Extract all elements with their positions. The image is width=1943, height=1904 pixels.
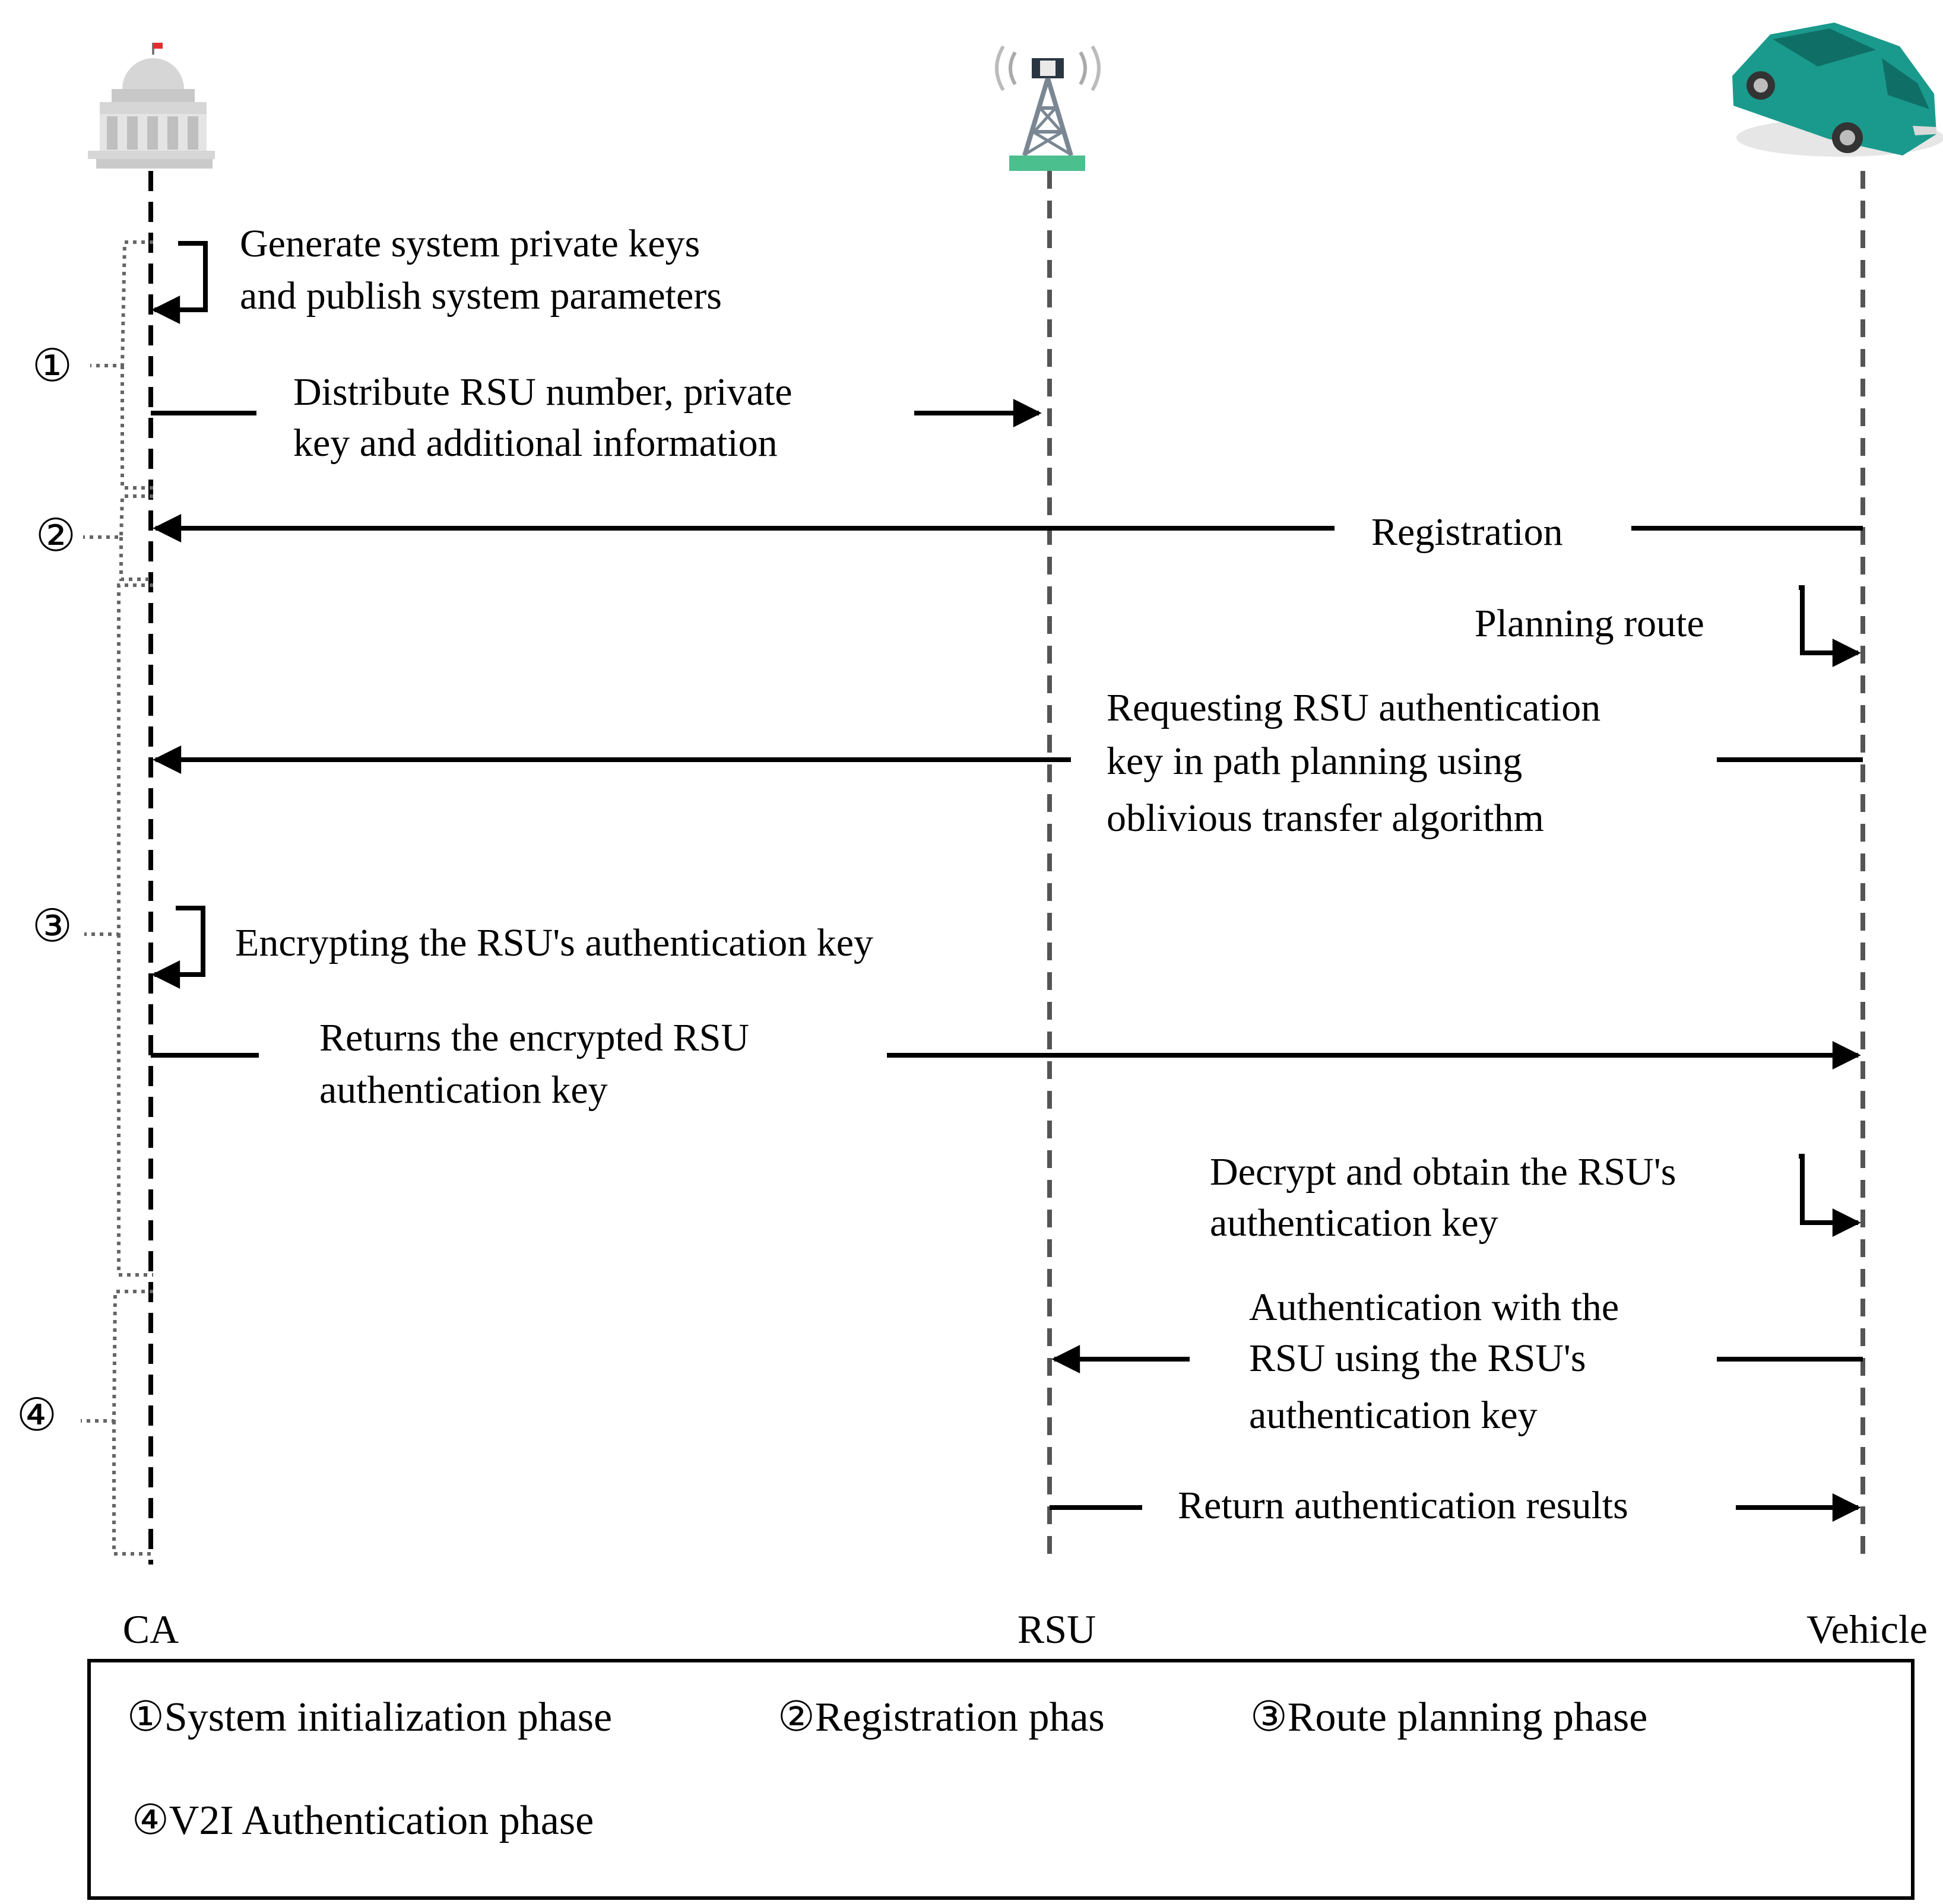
phase-marker-2: ② [36, 511, 76, 561]
legend-label-1: System initialization phase [164, 1694, 612, 1740]
legend-label-3: Route planning phase [1288, 1694, 1648, 1740]
msg-encrypting: Encrypting the RSU's authentication key [235, 921, 873, 964]
legend-marker-2: ② [778, 1694, 815, 1740]
legend-item-1: ①System initialization phase [127, 1694, 612, 1740]
msg-planning-route: Planning route [1475, 602, 1704, 645]
legend-marker-3: ③ [1250, 1694, 1288, 1740]
legend-item-4: ④V2I Authentication phase [132, 1798, 594, 1843]
self-loop-arrow-ca-2 [151, 906, 205, 989]
msg-authentication-line3: authentication key [1249, 1394, 1538, 1437]
msg-returns-line2: authentication key [319, 1068, 608, 1112]
msg-authentication-line1: Authentication with the [1249, 1286, 1619, 1329]
msg-returns-line1: Returns the encrypted RSU [319, 1016, 749, 1059]
phase-bracket-4 [81, 1290, 153, 1556]
phase-marker-4: ④ [17, 1391, 57, 1440]
msg-decrypt-line2: authentication key [1210, 1201, 1498, 1245]
self-loop-arrow-ca-1 [151, 241, 208, 324]
msg-request-line1: Requesting RSU authentication [1107, 686, 1600, 729]
msg-request-line2: key in path planning using [1107, 740, 1522, 783]
msg-registration: Registration [1371, 510, 1563, 554]
radio-tower-icon [995, 45, 1101, 171]
legend-marker-1: ① [127, 1694, 164, 1740]
self-loop-arrow-vehicle-2 [1799, 1154, 1861, 1237]
phase-bracket-1 [90, 240, 153, 490]
msg-distribute-line2: key and additional information [293, 421, 778, 465]
phase-bracket-3 [84, 583, 153, 1277]
msg-request-line3: oblivious transfer algorithm [1107, 796, 1544, 840]
msg-generate-keys-line2: and publish system parameters [240, 274, 722, 318]
government-building-icon [88, 43, 215, 169]
legend-label-2: Registration phas [815, 1694, 1105, 1740]
phase-marker-1: ① [32, 341, 72, 391]
legend-marker-4: ④ [132, 1798, 169, 1843]
legend-item-2: ②Registration phas [778, 1694, 1105, 1740]
msg-decrypt-line1: Decrypt and obtain the RSU's [1210, 1150, 1676, 1194]
vehicle-label: Vehicle [1806, 1607, 1928, 1652]
legend-box [87, 1659, 1915, 1900]
self-loop-arrow-vehicle-1 [1799, 585, 1861, 667]
car-icon [1732, 23, 1943, 157]
rsu-label: RSU [1018, 1607, 1096, 1652]
phase-bracket-2 [83, 494, 153, 581]
phase-marker-3: ③ [32, 902, 72, 951]
legend-item-3: ③Route planning phase [1250, 1694, 1647, 1740]
msg-distribute-line1: Distribute RSU number, private [293, 370, 793, 414]
msg-authentication-line2: RSU using the RSU's [1249, 1337, 1586, 1380]
msg-return-results: Return authentication results [1178, 1484, 1628, 1527]
ca-label: CA [123, 1607, 179, 1652]
msg-generate-keys-line1: Generate system private keys [240, 222, 700, 265]
legend-label-4: V2I Authentication phase [169, 1798, 594, 1843]
